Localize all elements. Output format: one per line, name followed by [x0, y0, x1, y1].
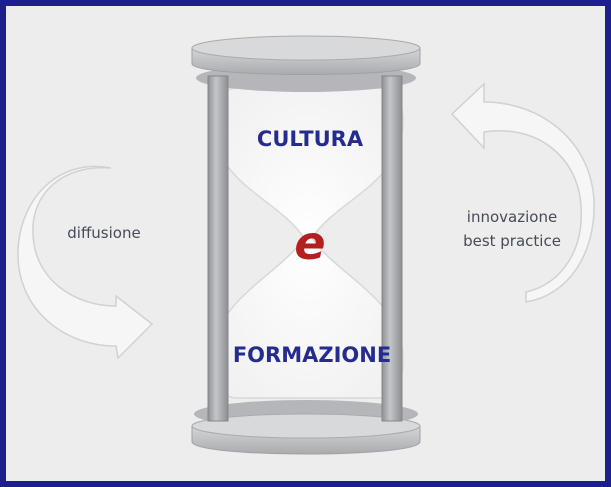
top-plate [191, 35, 421, 92]
hourglass-glass [212, 87, 404, 399]
label-diffusione: diffusione [67, 224, 140, 242]
hourglass-diagram: CULTURA e FORMAZIONE diffusione innovazi… [17, 35, 595, 455]
left-cycle-arrow [17, 165, 154, 360]
right-post [381, 75, 403, 422]
label-e: e [294, 216, 325, 270]
right-cycle-arrow [450, 82, 595, 303]
label-innovazione: innovazione [467, 208, 557, 226]
label-cultura: CULTURA [257, 127, 364, 151]
label-formazione: FORMAZIONE [233, 343, 391, 367]
left-post [207, 75, 229, 422]
label-best-practice: best practice [463, 232, 561, 250]
bottom-plate [191, 400, 421, 455]
